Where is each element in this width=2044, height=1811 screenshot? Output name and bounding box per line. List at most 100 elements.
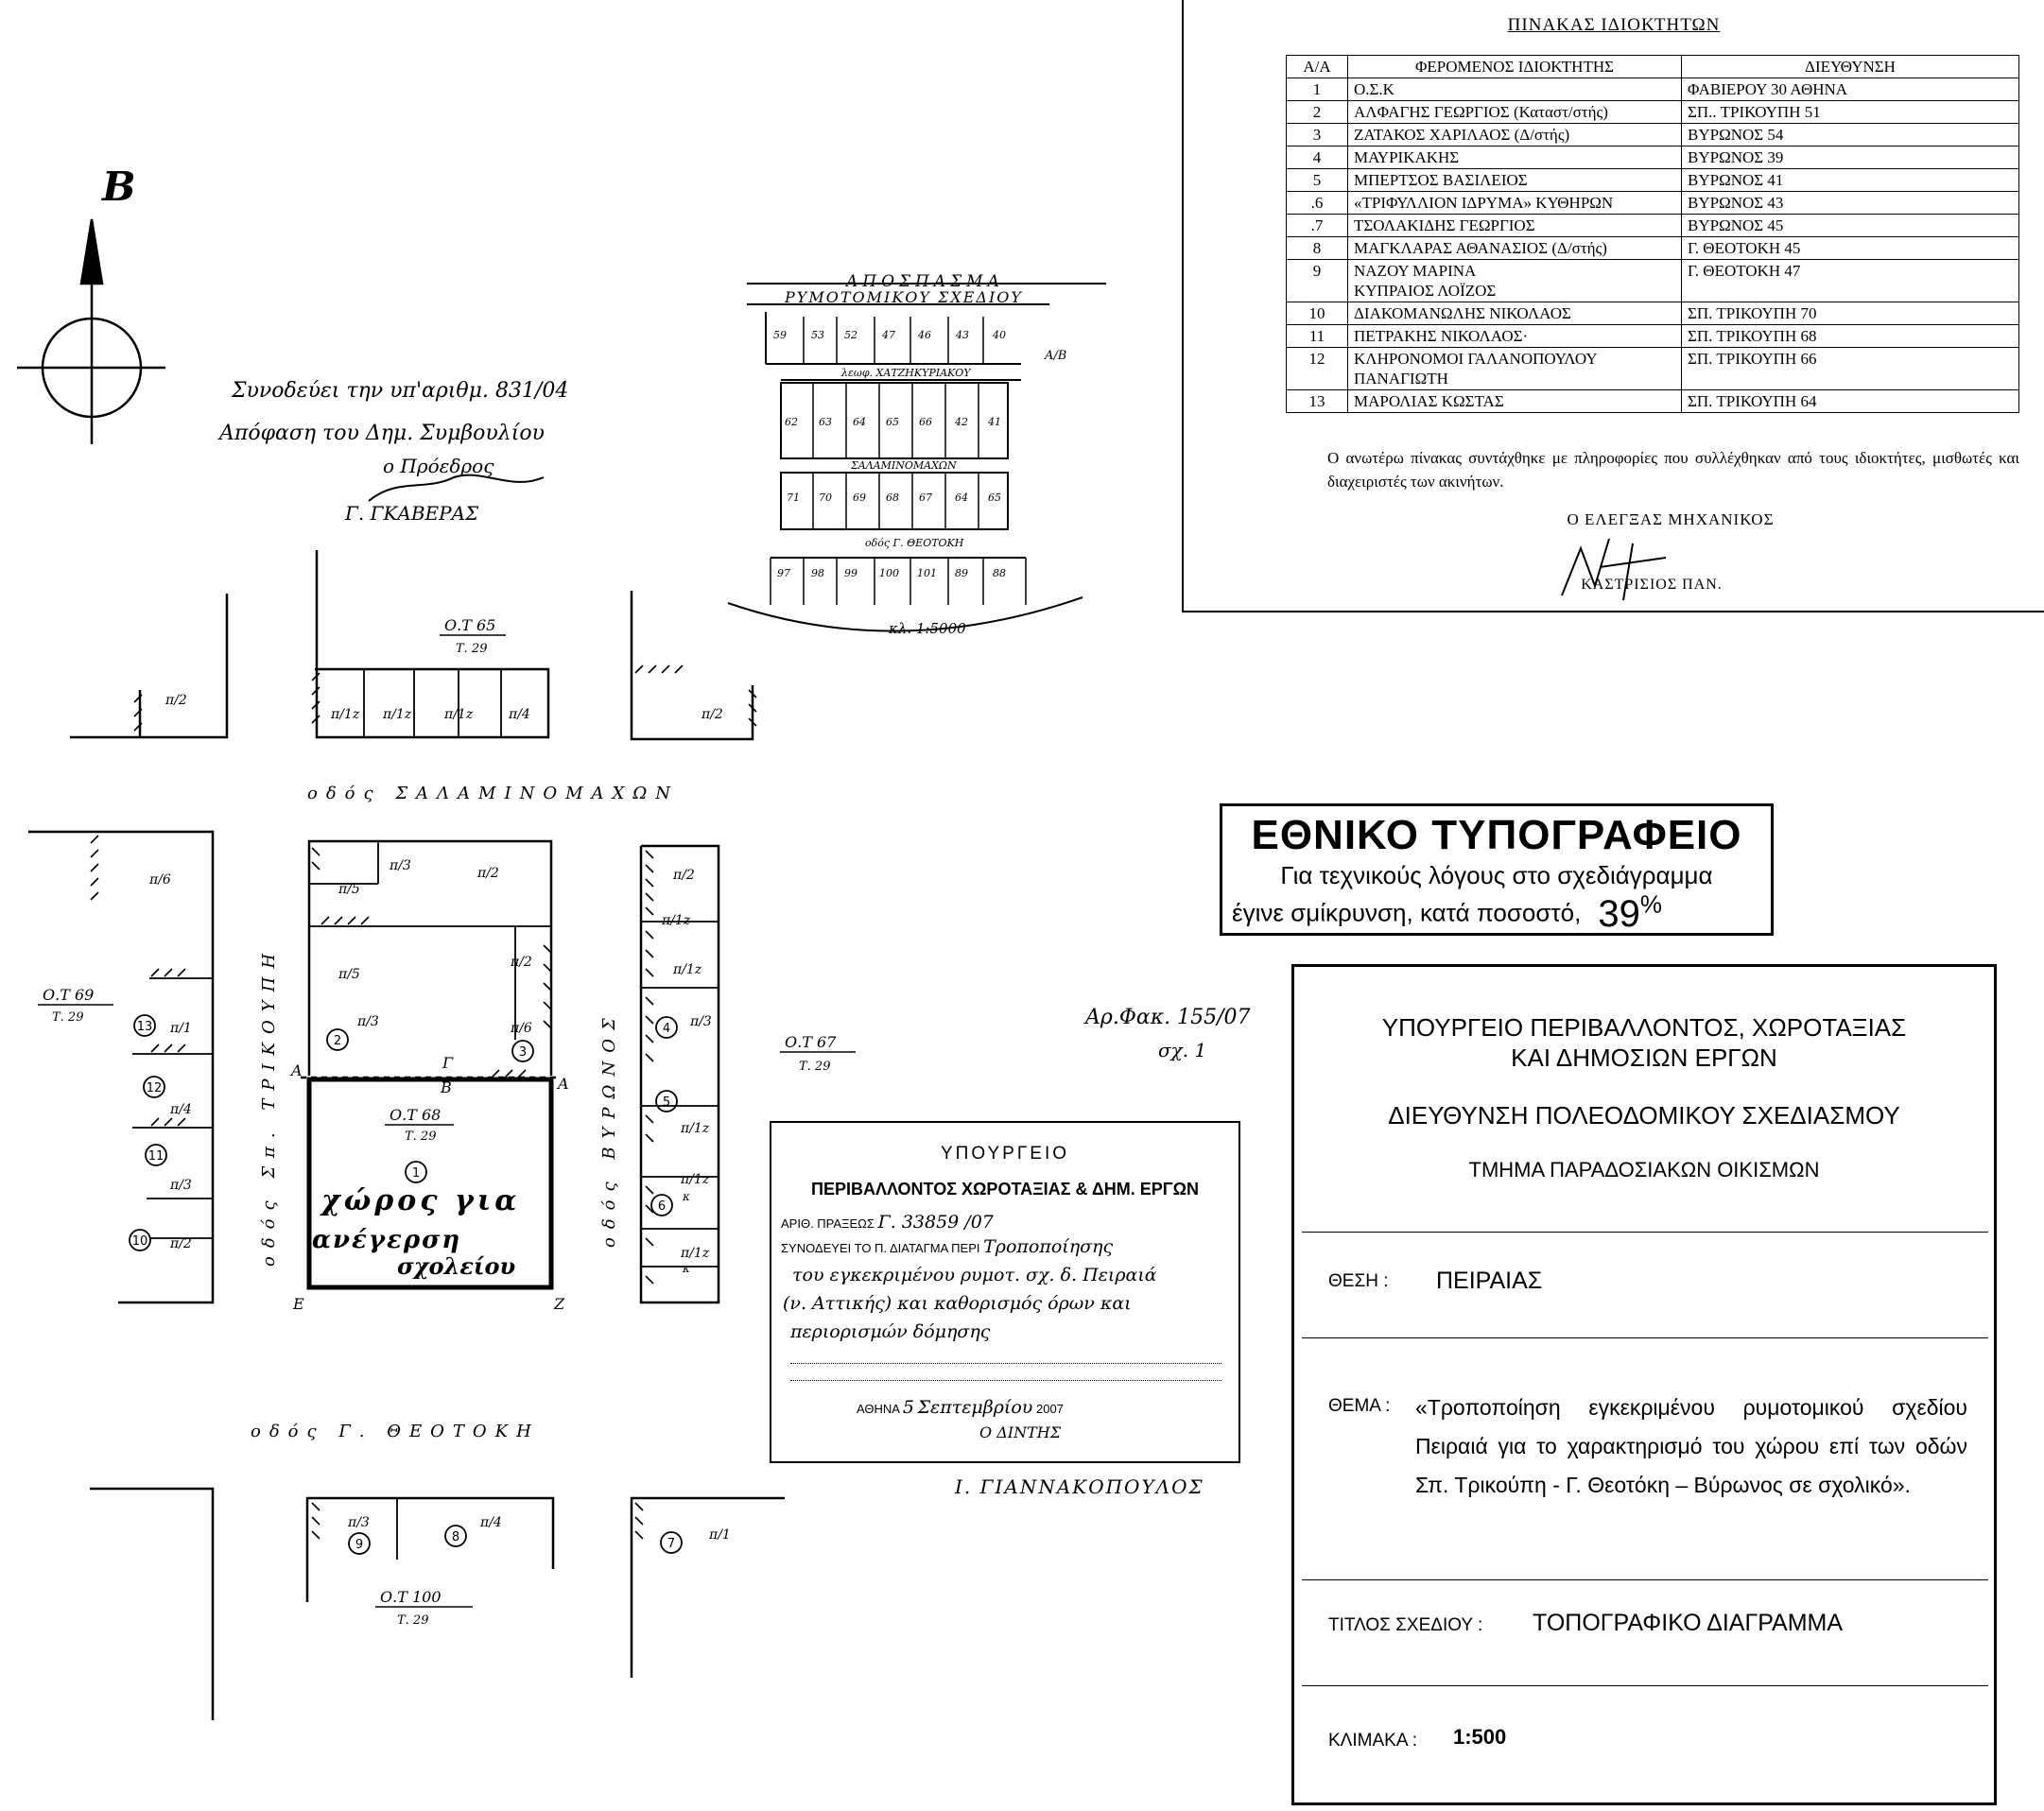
ministry-line2: ΚΑΙ ΔΗΜΟΣΙΩΝ ΕΡΓΩΝ — [1511, 1043, 1777, 1072]
ministry-name: ΥΠΟΥΡΓΕΙΟ ΠΕΡΙΒΑΛΛΟΝΤΟΣ, ΧΩΡΟΤΑΞΙΑΣ ΚΑΙ … — [1294, 1012, 1994, 1073]
scale-label: ΚΛΙΜΑΚΑ : — [1328, 1731, 1417, 1751]
engineer-name: ΚΑΣΤΡΙΣΙΟΣ ΠΑΝ. — [1581, 577, 1723, 593]
owner-address: ΣΠ. ΤΡΙΚΟΥΠΗ 66 — [1681, 347, 2019, 390]
plot-label: π/2 — [169, 1236, 192, 1251]
block-ot100 — [90, 1487, 785, 1720]
subject-value: «Τροποποίηση εγκεκριμένου ρυμοτομικού σχ… — [1415, 1395, 1967, 1497]
inset-street-3: οδός Γ. ΘΕΟΤΟΚΗ — [865, 537, 964, 549]
inset-lot: 89 — [955, 567, 968, 579]
inset-lot: 53 — [811, 329, 824, 341]
row-num: 3 — [1286, 123, 1348, 147]
directorate: ΔΙΕΥΘΥΝΣΗ ΠΟΛΕΟΔΟΜΙΚΟΥ ΣΧΕΔΙΑΣΜΟΥ — [1388, 1101, 1900, 1130]
table-header-row: Α/Α ΦΕΡΟΜΕΝΟΣ ΙΔΙΟΚΤΗΤΗΣ ΔΙΕΥΘΥΝΣΗ — [1286, 55, 2019, 78]
owner-address: Γ. ΘΕΟΤΟΚΗ 47 — [1681, 259, 2019, 302]
inset-lot: 65 — [886, 416, 899, 428]
notice-title: ΕΘΝΙΚΟ ΤΥΠΟΓΡΑΦΕΙΟ — [1251, 812, 1742, 858]
property-number: 2 — [334, 1034, 341, 1048]
stamp-date-year: 2007 — [1035, 1402, 1064, 1416]
inset-lot: 71 — [787, 492, 800, 504]
owners-table-note: Ο ανωτέρω πίνακας συντάχθηκε με πληροφορ… — [1327, 449, 2019, 491]
property-number: 4 — [663, 1022, 670, 1036]
owner-name-line2: ΚΥΠΡΑΙΟΣ ΛΟΪΖΟΣ — [1354, 282, 1497, 300]
row-num: 1 — [1286, 78, 1348, 101]
property-number: 12 — [147, 1081, 163, 1095]
plot-label: π/1z — [382, 707, 412, 722]
printing-office-notice: ΕΘΝΙΚΟ ΤΥΠΟΓΡΑΦΕΙΟ Για τεχνικούς λόγους … — [1220, 803, 1774, 936]
plot-label: κ — [682, 1262, 690, 1275]
col-header-owner: ΦΕΡΟΜΕΝΟΣ ΙΔΙΟΚΤΗΤΗΣ — [1347, 55, 1682, 78]
council-note-line2: Απόφαση του Δημ. Συμβουλίου — [217, 422, 545, 445]
owner-name: ΠΕΤΡΑΚΗΣ ΝΙΚΟΛΑΟΣ· — [1347, 324, 1682, 348]
corner-a-right: Α — [556, 1075, 569, 1093]
inset-scale: κλ. 1:5000 — [888, 620, 966, 637]
corner-g: Γ — [442, 1054, 454, 1072]
ot65-t: Τ. 29 — [456, 642, 487, 656]
stamp-accomp-value4: περιορισμών δόμησης — [790, 1321, 991, 1342]
stamp-praxis-label: ΑΡΙΘ. ΠΡΑΞΕΩΣ — [781, 1216, 875, 1231]
ot68-label: Ο.Τ 68 — [390, 1106, 441, 1124]
owner-name-line1: ΝΑΖΟΥ ΜΑΡΙΝΑ — [1354, 262, 1477, 280]
owner-name: Ο.Σ.Κ — [1347, 78, 1682, 101]
notice-line2: έγινε σμίκρυνση, κατά ποσοστό, 39% — [1222, 890, 1771, 936]
plot-label: π/3 — [689, 1014, 712, 1029]
stamp-director: Ο ΔΙΝΤΗΣ — [979, 1423, 1062, 1441]
school-site-outline[interactable] — [306, 1077, 554, 1290]
street-vyronos: οδός ΒΥΡΩΝΟΣ — [599, 1009, 619, 1248]
ot69-t: Τ. 29 — [52, 1010, 83, 1025]
plot-label: π/1z — [330, 707, 360, 722]
property-number: 5 — [663, 1095, 670, 1110]
location-value: ΠΕΙΡΑΙΑΣ — [1436, 1268, 1543, 1294]
inset-lot: 64 — [955, 492, 968, 504]
stamp-accomp-label: ΣΥΝΟΔΕΥΕΙ ΤΟ Π. ΔΙΑΤΑΓΜΑ ΠΕΡΙ — [781, 1241, 980, 1255]
plot-label: π/3 — [389, 858, 411, 873]
property-number: 8 — [452, 1530, 459, 1544]
location-label: ΘΕΣΗ : — [1328, 1271, 1389, 1291]
plot-label: π/1z — [680, 1172, 710, 1187]
owners-table-title: ΠΙΝΑΚΑΣ ΙΔΙΟΚΤΗΤΩΝ — [1507, 15, 1721, 35]
notice-percent: 39% — [1598, 890, 1662, 935]
owner-address: ΒΥΡΩΝΟΣ 45 — [1681, 214, 2019, 237]
owners-table-panel: ΠΙΝΑΚΑΣ ΙΔΙΟΚΤΗΤΩΝ Α/Α ΦΕΡΟΜΕΝΟΣ ΙΔΙΟΚΤΗ… — [1182, 0, 2044, 612]
north-label: Β — [101, 164, 136, 210]
plot-label: π/5 — [338, 882, 360, 897]
owner-name: ΜΑΡΟΛΙΑΣ ΚΩΣΤΑΣ — [1347, 389, 1682, 413]
row-num: 2 — [1286, 100, 1348, 124]
owner-address: Γ. ΘΕΟΤΟΚΗ 45 — [1681, 236, 2019, 260]
plot-label: π/2 — [672, 868, 695, 883]
owner-address: ΒΥΡΩΝΟΣ 43 — [1681, 191, 2019, 215]
director-signature: Ι. ΓΙΑΝΝΑΚΟΠΟΥΛΟΣ — [954, 1475, 1204, 1498]
inset-lot: 62 — [785, 416, 798, 428]
inset-lot: 88 — [993, 567, 1006, 579]
plot-label: π/3 — [169, 1178, 192, 1193]
stamp-date-row: ΑΘΗΝΑ 5 Σεπτεμβρίου 2007 — [857, 1397, 1064, 1418]
property-number: 9 — [355, 1538, 363, 1552]
school-text-1: χώρος για — [320, 1184, 520, 1217]
inset-lot: 47 — [881, 329, 895, 341]
row-num: 11 — [1286, 324, 1348, 348]
owner-name: ΖΑΤΑΚΟΣ ΧΑΡΙΛΑΟΣ (Δ/στής) — [1347, 123, 1682, 147]
inset-lot: 64 — [853, 416, 866, 428]
notice-line2-text: έγινε σμίκρυνση, κατά ποσοστό, — [1232, 898, 1582, 927]
drawing-number: σχ. 1 — [1158, 1039, 1206, 1061]
owner-address: ΒΥΡΩΝΟΣ 54 — [1681, 123, 2019, 147]
plot-label: π/2 — [701, 707, 723, 722]
inset-title-line2: ΡΥΜΟΤΟΜΙΚΟΥ ΣΧΕΔΙΟΥ — [784, 288, 1023, 306]
plot-label: π/2 — [165, 693, 187, 708]
inset-street-2: ΣΑΛΑΜΙΝΟΜΑΧΩΝ — [850, 459, 957, 472]
row-num: 10 — [1286, 302, 1348, 325]
plot-label: π/1z — [680, 1121, 710, 1136]
inset-lot: 70 — [819, 492, 832, 504]
stamp-date-label: ΑΘΗΝΑ — [857, 1402, 900, 1416]
row-num: 4 — [1286, 146, 1348, 169]
ministry-stamp: ΥΠΟΥΡΓΕΙΟ ΠΕΡΙΒΑΛΛΟΝΤΟΣ ΧΩΡΟΤΑΞΙΑΣ & ΔΗΜ… — [770, 1121, 1240, 1463]
row-num: 8 — [1286, 236, 1348, 260]
inset-lot: 52 — [844, 329, 857, 341]
street-salaminomachon: οδός ΣΑΛΑΜΙΝΟΜΑΧΩΝ — [307, 784, 679, 803]
